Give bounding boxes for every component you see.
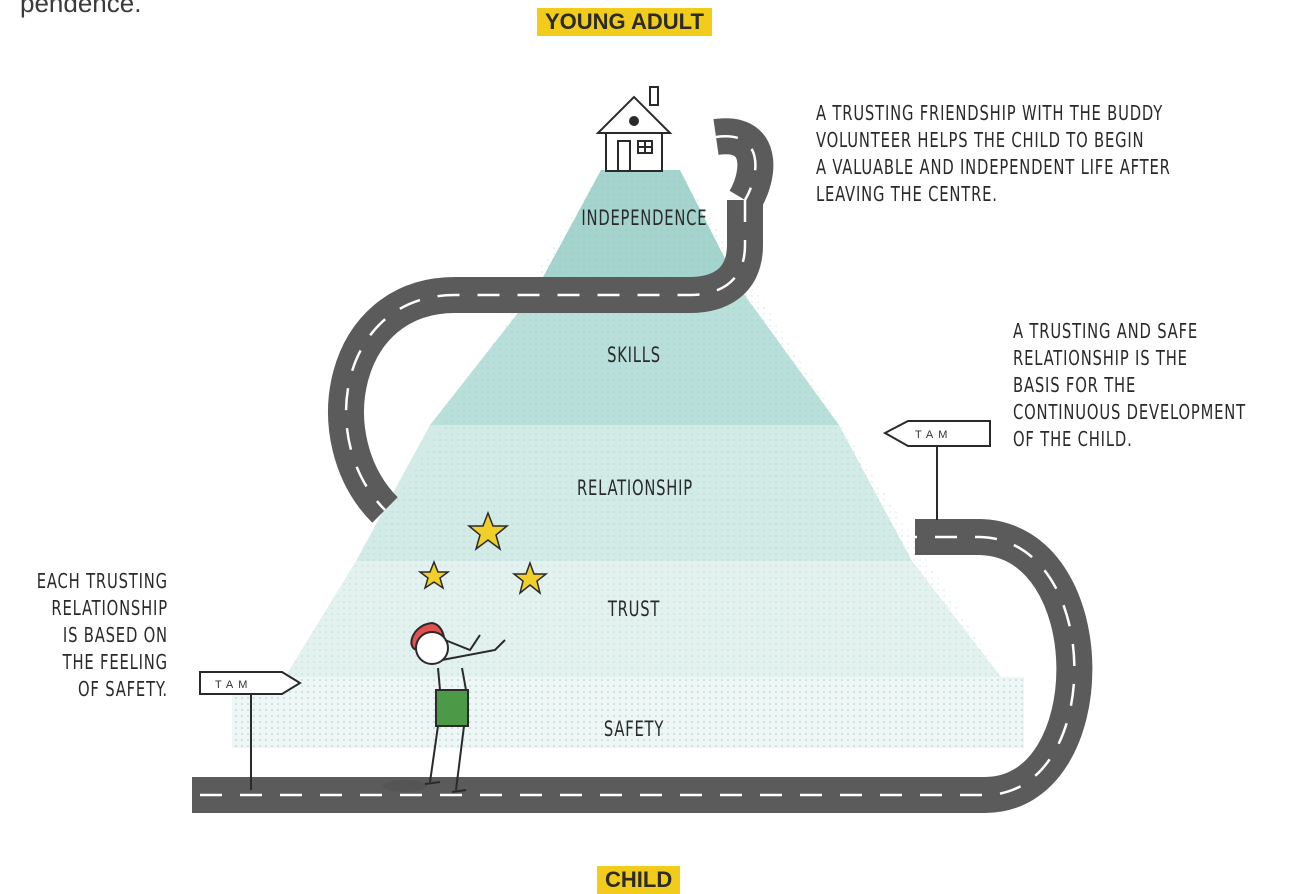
annotation-line: LEAVING THE CENTRE. (816, 182, 998, 206)
young-adult-badge: YOUNG ADULT (537, 8, 712, 36)
intro-text-fragment: pendence. (20, 0, 142, 18)
level-label-relationship: RELATIONSHIP (577, 476, 693, 500)
sign-arrow-icon (882, 420, 991, 447)
level-label-safety: SAFETY (603, 717, 665, 741)
star-icon (417, 559, 451, 590)
right-sign (882, 420, 991, 520)
annotation-line: BASIS FOR THE (1013, 373, 1137, 397)
house-icon (595, 86, 673, 172)
left-sign (199, 671, 302, 790)
left-sign-text: TAM (215, 679, 252, 691)
level-label-trust: TRUST (607, 597, 661, 621)
annotation-line: OF SAFETY. (78, 677, 168, 701)
annotation-line: VOLUNTEER HELPS THE CHILD TO BEGIN (816, 128, 1145, 152)
annotation-top-right: A TRUSTING FRIENDSHIP WITH THE BUDDY VOL… (816, 100, 1171, 208)
child-badge: CHILD (597, 866, 681, 894)
annotation-line: A TRUSTING FRIENDSHIP WITH THE BUDDY (816, 101, 1164, 125)
level-label-independence: INDEPENDENCE (581, 206, 708, 230)
pyramid-dots-overlay (285, 170, 1001, 677)
road-center-line (200, 135, 1076, 797)
stars (417, 510, 549, 595)
sign-arrow-icon (199, 671, 302, 695)
annotation-line: RELATIONSHIP IS THE (1013, 346, 1188, 370)
right-sign-text: TAM (915, 429, 952, 441)
annotation-left: EACH TRUSTING RELATIONSHIP IS BASED ON T… (37, 568, 168, 703)
annotation-middle-right: A TRUSTING AND SAFE RELATIONSHIP IS THE … (1013, 318, 1246, 453)
annotation-line: IS BASED ON (62, 623, 168, 647)
star-icon (466, 510, 510, 551)
pyramid-band-safety-dots (232, 677, 1024, 748)
annotation-line: THE FEELING (62, 650, 168, 674)
level-label-skills: SKILLS (607, 343, 661, 367)
annotation-line: CONTINUOUS DEVELOPMENT (1013, 400, 1246, 424)
annotation-line: EACH TRUSTING (36, 569, 168, 593)
child-figure-icon (383, 621, 506, 793)
annotation-line: RELATIONSHIP (51, 596, 168, 620)
road (192, 118, 1093, 813)
annotation-line: A VALUABLE AND INDEPENDENT LIFE AFTER (816, 155, 1171, 179)
annotation-line: OF THE CHILD. (1013, 427, 1133, 451)
annotation-line: A TRUSTING AND SAFE (1013, 319, 1199, 343)
star-icon (511, 560, 549, 595)
